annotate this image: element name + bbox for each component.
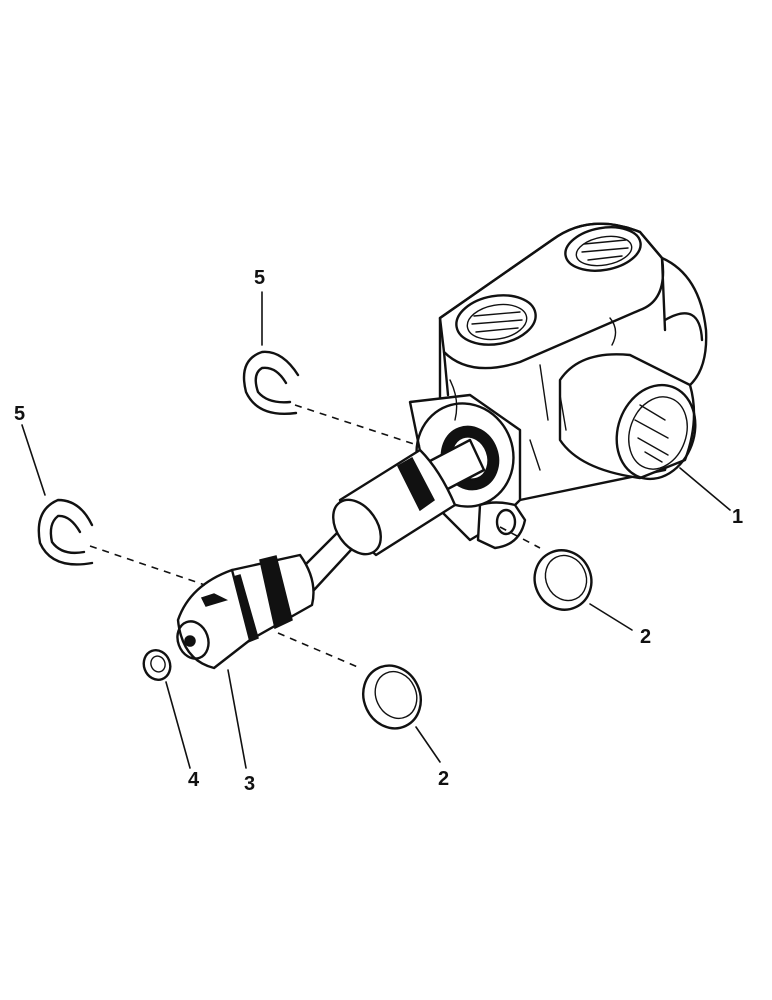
spool [176,438,486,670]
callout-5-upper: 5 [254,267,265,289]
assembly-centerlines [89,404,541,669]
callout-2-upper: 2 [640,626,651,648]
callout-3: 3 [244,773,255,795]
callout-5-lower: 5 [14,403,25,425]
o-ring-lower [362,664,422,730]
leader-lines [21,291,731,769]
callout-1: 1 [732,506,743,528]
o-ring-upper [533,549,593,611]
callout-4: 4 [188,769,200,791]
snap-ring-upper [242,350,300,415]
washer [142,649,172,681]
snap-ring-lower [37,498,94,566]
callout-2-lower: 2 [438,768,449,790]
